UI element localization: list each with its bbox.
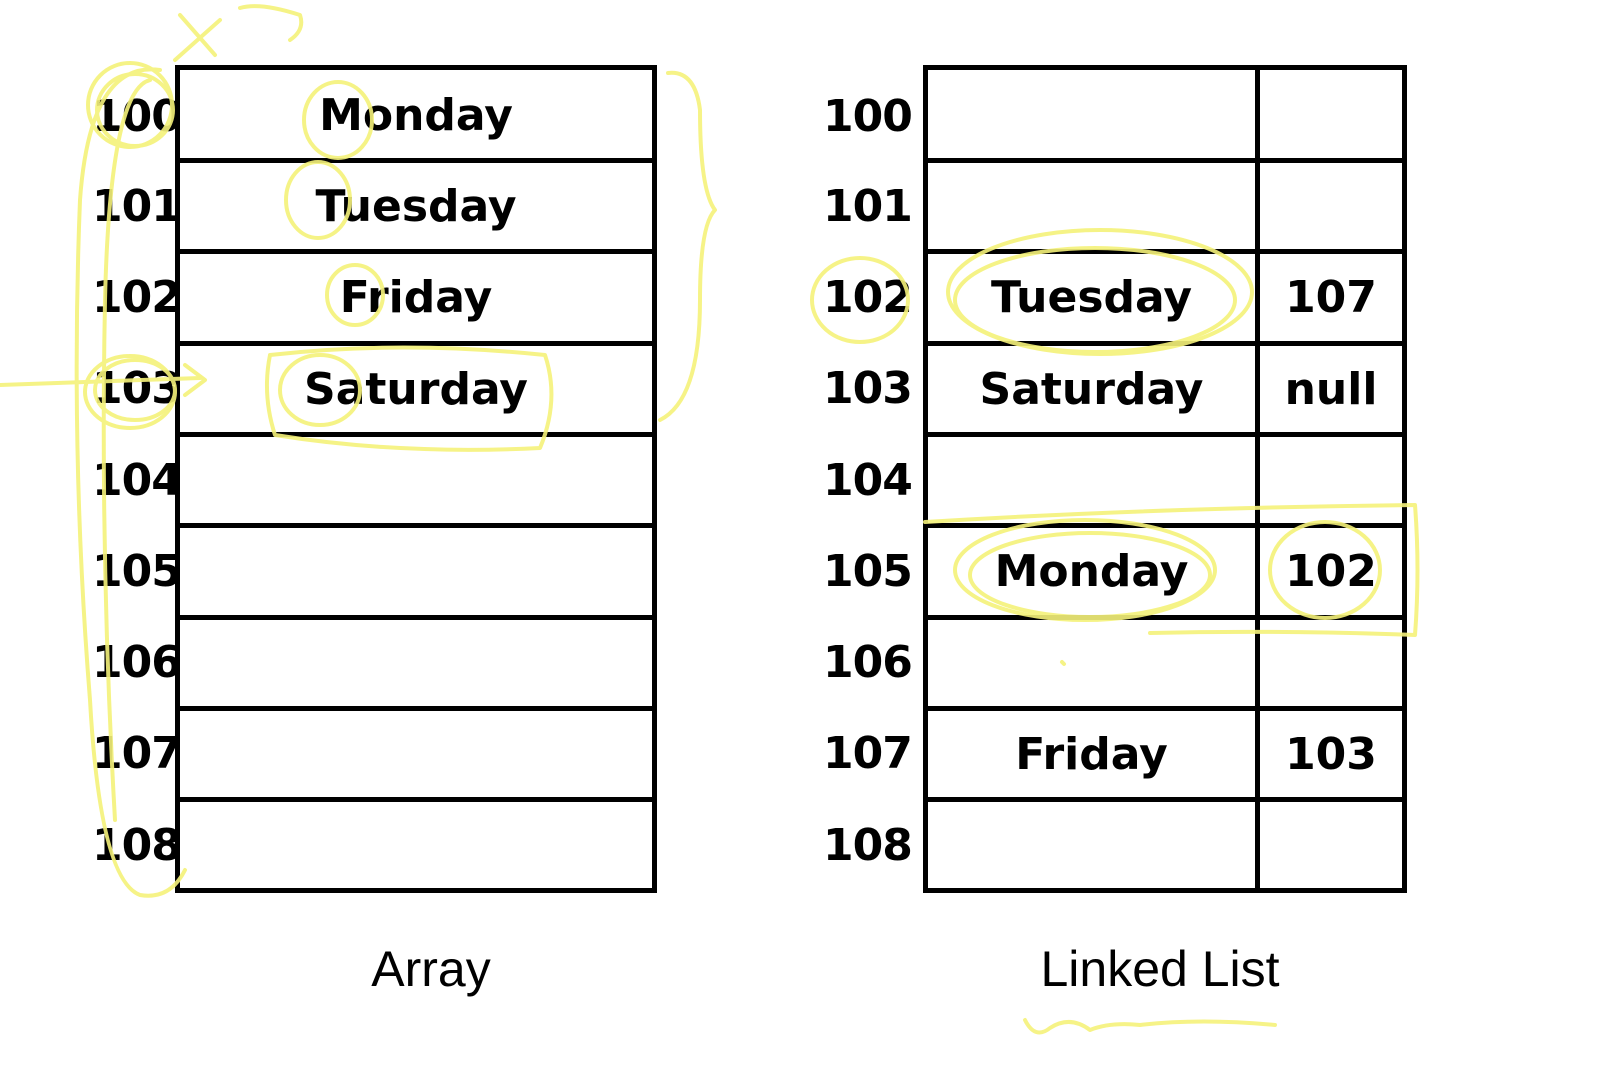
node-value: Tuesday (990, 272, 1193, 323)
list-node: Friday 103 (928, 706, 1402, 798)
list-address-100: 100 (823, 91, 913, 142)
list-node: Tuesday 107 (928, 249, 1402, 341)
node-next: 102 (1285, 546, 1377, 597)
array-cell-value: Friday (339, 272, 493, 323)
list-address-107: 107 (823, 728, 913, 779)
list-node (928, 432, 1402, 524)
array-cell (180, 797, 652, 888)
node-value: Monday (994, 546, 1189, 597)
linked-list-caption: Linked List (1040, 941, 1280, 997)
list-address-102: 102 (823, 272, 913, 323)
array-address-106: 106 (92, 637, 182, 688)
list-address-106: 106 (823, 637, 913, 688)
list-node: Monday 102 (928, 523, 1402, 615)
array-cell (180, 432, 652, 524)
list-address-103: 103 (823, 363, 913, 414)
array-caption: Array (371, 941, 491, 997)
array-cell-value (180, 620, 652, 707)
array-cell-value: Tuesday (315, 181, 517, 232)
value-next-divider (1255, 70, 1260, 888)
node-next (1260, 437, 1402, 524)
linked-list-table: Tuesday 107 Saturday null Monday 102 Fri… (923, 65, 1407, 893)
array-table: Monday Tuesday Friday Saturday (175, 65, 657, 893)
list-address-104: 104 (823, 455, 913, 506)
node-value: Friday (1015, 729, 1168, 780)
list-node (928, 797, 1402, 888)
node-value (928, 163, 1255, 250)
node-value (928, 437, 1255, 524)
array-cell-value (180, 711, 652, 798)
array-address-104: 104 (92, 455, 182, 506)
array-address-107: 107 (92, 728, 182, 779)
array-cell (180, 706, 652, 798)
list-address-101: 101 (823, 181, 913, 232)
node-next: null (1284, 364, 1378, 415)
array-cell-value (180, 802, 652, 888)
node-next (1260, 70, 1402, 160)
node-next (1260, 620, 1402, 707)
node-value: Saturday (979, 364, 1204, 415)
array-cell-value: Saturday (304, 364, 528, 415)
array-address-101: 101 (92, 181, 182, 232)
node-next (1260, 163, 1402, 250)
array-address-100: 100 (92, 91, 182, 142)
list-address-105: 105 (823, 546, 913, 597)
node-value (928, 802, 1255, 888)
list-node: Saturday null (928, 341, 1402, 433)
node-value (928, 70, 1255, 160)
array-cell (180, 523, 652, 615)
array-cell-value: Monday (319, 89, 513, 141)
array-cell-value (180, 528, 652, 615)
array-cell: Monday (180, 70, 652, 160)
array-cell: Tuesday (180, 158, 652, 250)
node-next: 107 (1285, 272, 1377, 323)
list-node (928, 158, 1402, 250)
array-cell: Saturday (180, 341, 652, 433)
list-address-108: 108 (823, 820, 913, 871)
array-address-108: 108 (92, 820, 182, 871)
array-address-105: 105 (92, 546, 182, 597)
node-next: 103 (1285, 729, 1377, 780)
array-address-102: 102 (92, 272, 182, 323)
array-cell: Friday (180, 249, 652, 341)
node-next (1260, 802, 1402, 888)
array-cell-value (180, 437, 652, 524)
array-cell (180, 615, 652, 707)
list-node (928, 70, 1402, 160)
array-address-103: 103 (92, 363, 182, 414)
node-value (928, 620, 1255, 707)
list-node (928, 615, 1402, 707)
